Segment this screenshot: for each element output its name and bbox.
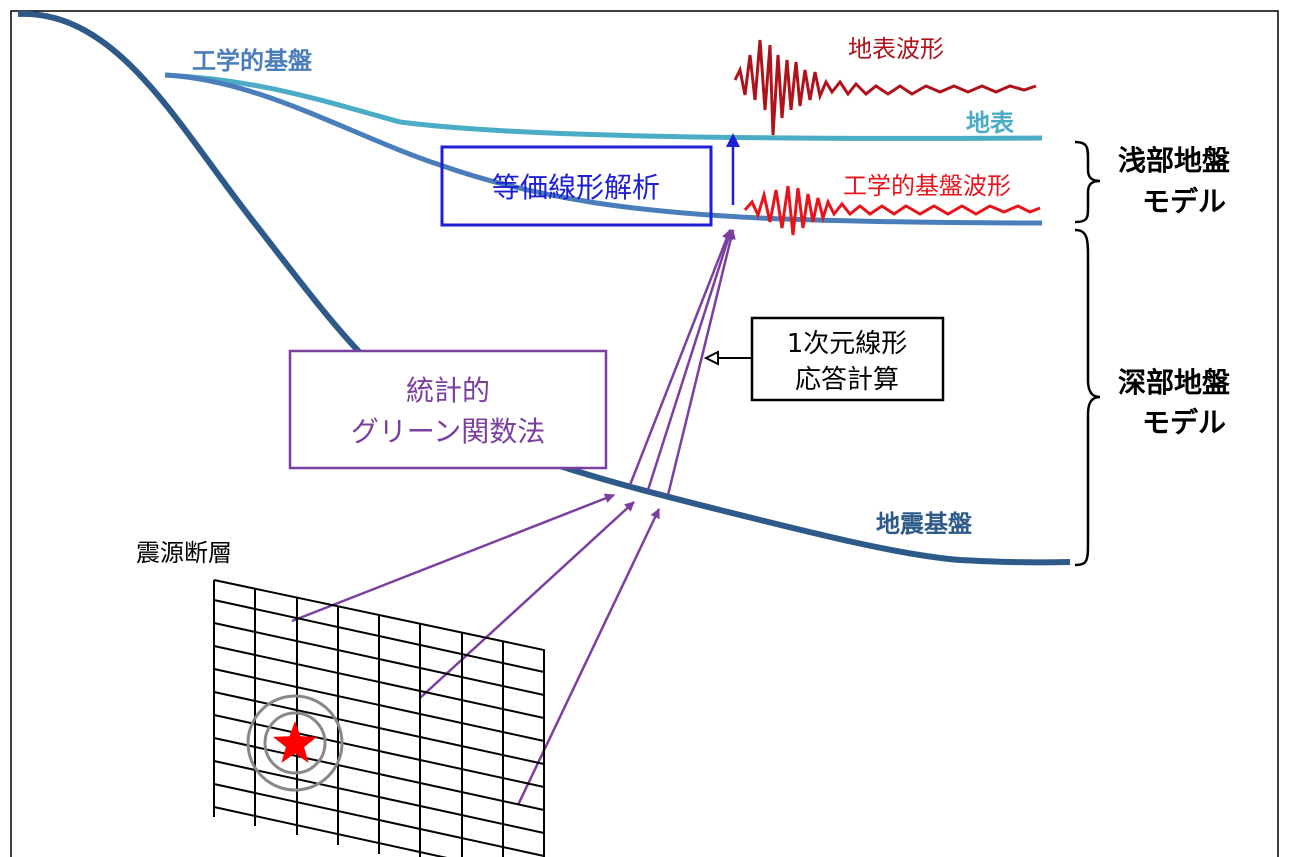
hypocenter-inner-circle	[263, 711, 327, 775]
ground-surface-label: 地表	[966, 109, 1015, 137]
one-d-linear-pointer-head	[703, 350, 719, 366]
hypocenter-outer-circle	[246, 694, 344, 792]
equivalent-linear-label: 等価線形解析	[492, 171, 660, 204]
engineering-bedrock-label: 工学的基盤	[192, 47, 313, 75]
ground-surface-line	[164, 72, 1043, 141]
seismic-bedrock-line	[17, 10, 1071, 566]
engineering-bedrock-line	[164, 72, 1043, 226]
ray-line-2	[646, 229, 734, 491]
one-d-linear-label-1: 1次元線形	[787, 329, 908, 359]
one-d-linear-label-2: 応答計算	[795, 365, 899, 395]
shallow-model-label-1: 浅部地盤	[1118, 144, 1231, 177]
source-fault-label: 震源断層	[136, 539, 232, 567]
shallow-model-label-2: モデル	[1142, 185, 1226, 218]
deep-model-label-1: 深部地盤	[1118, 366, 1231, 399]
ray-line-3	[666, 229, 736, 496]
statistical-green-label-1: 統計的	[406, 374, 490, 407]
engineering-bedrock-waveform	[743, 185, 1041, 236]
deep-model-label-2: モデル	[1142, 406, 1226, 439]
frame-border	[10, 10, 1279, 857]
fault-ray-2	[419, 501, 635, 699]
engineering-bedrock-waveform-label: 工学的基盤波形	[843, 172, 1011, 200]
equivalent-linear-box	[440, 145, 713, 227]
hypocenter-star-icon	[273, 721, 317, 763]
ray-line-1	[628, 229, 732, 486]
surface-waveform	[733, 39, 1037, 136]
deep-model-brace	[1074, 228, 1101, 567]
statistical-green-box	[288, 349, 608, 470]
source-fault-grid	[213, 579, 545, 857]
surface-waveform-label: 地表波形	[848, 35, 944, 63]
shallow-model-brace	[1074, 140, 1101, 224]
seismic-bedrock-label: 地震基盤	[876, 510, 973, 538]
one-d-linear-box	[750, 316, 945, 402]
statistical-green-label-2: グリーン関数法	[351, 415, 546, 448]
fault-ray-1	[291, 493, 615, 623]
fault-ray-3	[516, 508, 661, 806]
